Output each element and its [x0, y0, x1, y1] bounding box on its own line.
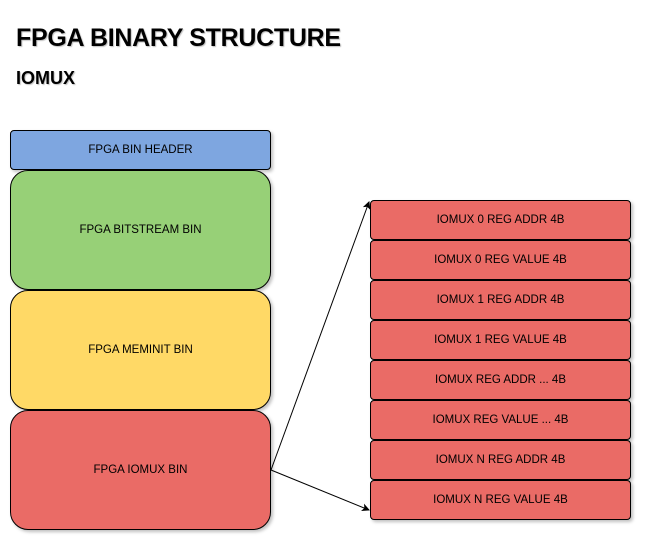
iomux-register-row: IOMUX REG VALUE ... 4B	[370, 400, 631, 440]
iomux-register-label: IOMUX REG VALUE ... 4B	[432, 414, 569, 426]
iomux-register-row: IOMUX N REG VALUE 4B	[370, 480, 631, 520]
iomux-register-label: IOMUX N REG ADDR 4B	[435, 454, 566, 466]
iomux-register-row: IOMUX 1 REG ADDR 4B	[370, 280, 631, 320]
iomux-register-label: IOMUX REG ADDR ... 4B	[435, 374, 566, 386]
page-title: FPGA BINARY STRUCTURE	[16, 24, 341, 52]
fpga-bin-header-block: FPGA BIN HEADER	[10, 130, 271, 170]
iomux-register-label: IOMUX N REG VALUE 4B	[433, 494, 568, 506]
iomux-register-label: IOMUX 0 REG VALUE 4B	[434, 254, 567, 266]
iomux-register-row: IOMUX 1 REG VALUE 4B	[370, 320, 631, 360]
iomux-register-row: IOMUX 0 REG VALUE 4B	[370, 240, 631, 280]
fpga-meminit-bin-block: FPGA MEMINIT BIN	[10, 290, 271, 410]
arrow-to-first-register	[270, 201, 371, 471]
arrow-to-last-register	[270, 469, 370, 512]
fpga-meminit-bin-label: FPGA MEMINIT BIN	[88, 344, 193, 356]
fpga-bitstream-bin-label: FPGA BITSTREAM BIN	[79, 224, 202, 236]
iomux-register-label: IOMUX 1 REG ADDR 4B	[436, 294, 565, 306]
iomux-register-label: IOMUX 1 REG VALUE 4B	[434, 334, 567, 346]
iomux-register-row: IOMUX REG ADDR ... 4B	[370, 360, 631, 400]
fpga-bitstream-bin-block: FPGA BITSTREAM BIN	[10, 170, 271, 290]
iomux-register-label: IOMUX 0 REG ADDR 4B	[436, 214, 565, 226]
page-subtitle: IOMUX	[16, 68, 76, 88]
iomux-register-row: IOMUX 0 REG ADDR 4B	[370, 200, 631, 240]
fpga-bin-header-label: FPGA BIN HEADER	[88, 144, 193, 156]
fpga-iomux-bin-label: FPGA IOMUX BIN	[93, 464, 188, 476]
iomux-register-row: IOMUX N REG ADDR 4B	[370, 440, 631, 480]
fpga-iomux-bin-block: FPGA IOMUX BIN	[10, 410, 271, 530]
